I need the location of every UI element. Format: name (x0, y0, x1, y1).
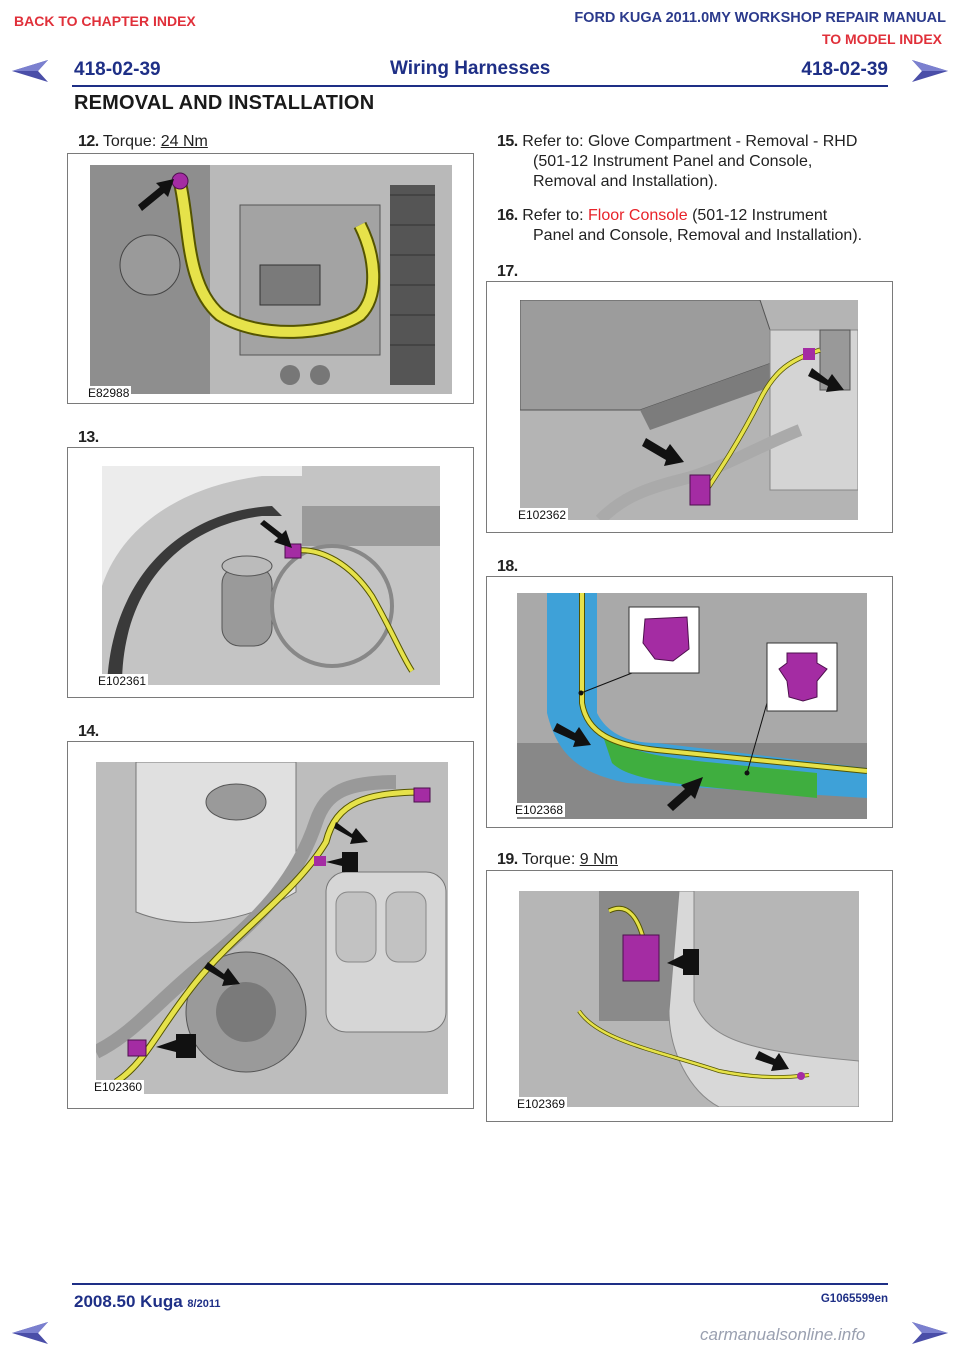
b-pillar-harness-illustration (519, 891, 859, 1107)
figure-code: E102368 (513, 803, 566, 817)
step-12: 12. Torque: 24 Nm (78, 133, 208, 150)
figure-code: E102362 (516, 508, 569, 522)
figure-code: E82988 (86, 386, 132, 400)
figure-e82988: E82988 (67, 153, 474, 404)
figure-e102362: E102362 (486, 281, 893, 533)
engine-bay-harness-illustration (90, 165, 452, 394)
sill-harness-illustration (517, 593, 867, 819)
figure-e102368: E102368 (486, 576, 893, 828)
header-rule (72, 85, 888, 87)
engine-compartment-harness-illustration (96, 762, 448, 1094)
previous-page-arrow-icon[interactable] (12, 1322, 48, 1344)
floor-console-link[interactable]: Floor Console (588, 207, 688, 224)
figure-e102361: E102361 (67, 447, 474, 698)
next-page-arrow-icon[interactable] (912, 60, 948, 82)
step-15: 15. Refer to: Glove Compartment - Remova… (497, 133, 858, 190)
to-model-index-link[interactable]: TO MODEL INDEX (821, 31, 942, 47)
dash-harness-illustration (520, 300, 858, 520)
page-title: Wiring Harnesses (390, 58, 551, 79)
step-18: 18. (497, 558, 518, 575)
footer-doc-id: G1065599en (820, 1293, 888, 1305)
torque-value-24nm: 24 Nm (160, 133, 208, 150)
next-page-arrow-icon[interactable] (912, 1322, 948, 1344)
step-19: 19. Torque: 9 Nm (497, 851, 618, 868)
step-14: 14. (78, 723, 99, 740)
torque-value-9nm: 9 Nm (579, 851, 618, 868)
step-13: 13. (78, 429, 99, 446)
watermark: carmanualsonline.info (700, 1325, 866, 1344)
page-number-right: 418-02-39 (801, 59, 888, 80)
footer-model: 2008.50 Kuga 8/2011 (74, 1292, 221, 1311)
footer-date: 8/2011 (187, 1298, 221, 1310)
figure-code: E102361 (96, 674, 149, 688)
previous-page-arrow-icon[interactable] (12, 60, 48, 82)
footer-rule (72, 1283, 888, 1285)
figure-e102360: E102360 (67, 741, 474, 1109)
figure-code: E102369 (515, 1097, 568, 1111)
figure-e102369: E102369 (486, 870, 893, 1122)
page-number-left: 418-02-39 (74, 59, 161, 80)
step-17: 17. (497, 263, 518, 280)
figure-code: E102360 (92, 1080, 145, 1094)
section-heading: REMOVAL AND INSTALLATION (74, 92, 375, 114)
manual-title: FORD KUGA 2011.0MY WORKSHOP REPAIR MANUA… (574, 10, 946, 26)
step-16: 16. Refer to: Floor Console (501-12 Inst… (497, 207, 863, 244)
back-to-chapter-index-link[interactable]: BACK TO CHAPTER INDEX (14, 13, 196, 29)
wheel-arch-harness-illustration (102, 466, 440, 685)
